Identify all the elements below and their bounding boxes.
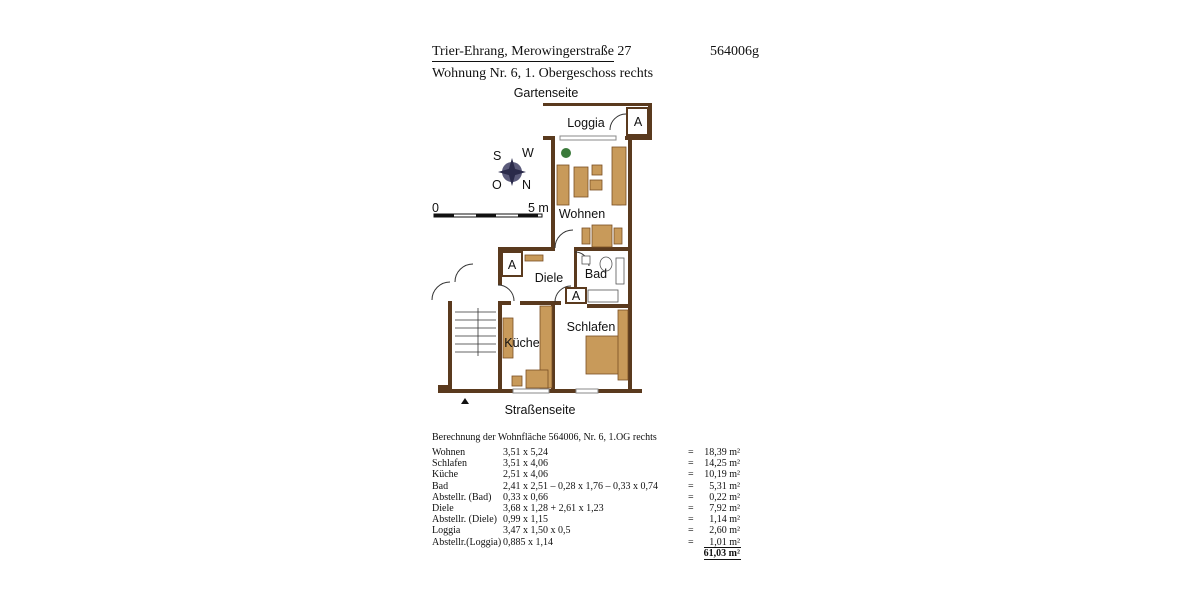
storage-diele: A (501, 251, 523, 277)
unit-subtitle: Wohnung Nr. 6, 1. Obergeschoss rechts (432, 66, 654, 81)
room-diele: Diele (535, 271, 564, 285)
storage-loggia: A (626, 107, 649, 136)
calculation-row: Schlafen 3,51 x 4,06 = 14,25 m² (432, 458, 752, 469)
scale-start: 0 (432, 201, 439, 215)
entrance-arrow-icon (461, 398, 469, 404)
calc-room-name: Schlafen (432, 458, 467, 470)
storage-mark-loggia: A (634, 115, 643, 129)
calculation-row: Diele 3,68 x 1,28 + 2,61 x 1,23 = 7,92 m² (432, 503, 752, 514)
room-bad: Bad (585, 267, 607, 281)
stairs (455, 308, 496, 356)
calc-value: 1,01 m² (709, 536, 740, 548)
room-loggia: Loggia (567, 116, 605, 130)
address-underline (432, 61, 614, 62)
scale-bar: 0 5 m (432, 201, 549, 218)
calc-value: 5,31 m² (709, 480, 740, 492)
calc-equals: = (688, 491, 694, 503)
calc-formula: 3,68 x 1,28 + 2,61 x 1,23 (503, 503, 604, 514)
furniture (502, 146, 629, 389)
calc-formula: 3,47 x 1,50 x 0,5 (503, 525, 571, 537)
room-wohnen: Wohnen (559, 207, 605, 221)
calc-equals: = (688, 480, 694, 492)
compass-w: W (522, 146, 534, 160)
calc-formula: 0,885 x 1,14 (503, 536, 553, 548)
calc-room-name: Abstellr. (Diele) (432, 514, 497, 526)
calc-equals: = (688, 525, 694, 537)
room-schlafen: Schlafen (567, 320, 616, 334)
calculation-row: Loggia 3,47 x 1,50 x 0,5 = 2,60 m² (432, 525, 752, 536)
calculation-row: Wohnen 3,51 x 5,24 = 18,39 m² (432, 447, 752, 458)
scale-end: 5 m (528, 201, 549, 215)
total-underline (704, 559, 741, 560)
compass-s: S (493, 149, 501, 163)
compass-o: O (492, 178, 502, 192)
calc-value: 0,22 m² (709, 491, 740, 503)
calc-equals: = (688, 447, 694, 458)
calc-equals: = (688, 458, 694, 470)
compass-rose-icon: S W N O (492, 146, 534, 192)
calculation-row: Abstellr. (Diele) 0,99 x 1,15 = 1,14 m² (432, 514, 752, 525)
street-side-label: Straßenseite (505, 403, 576, 417)
calc-formula: 3,51 x 5,24 (503, 447, 548, 458)
calculation-row: Abstellr. (Bad) 0,33 x 0,66 = 0,22 m² (432, 492, 752, 503)
calc-value: 2,60 m² (709, 525, 740, 537)
calc-value: 10,19 m² (704, 469, 740, 481)
calc-room-name: Abstellr.(Loggia) (432, 536, 502, 548)
storage-mark-bad: A (572, 289, 581, 303)
calculation-row: Küche 2,51 x 4,06 = 10,19 m² (432, 469, 752, 480)
calc-formula: 0,33 x 0,66 (503, 491, 548, 503)
calc-equals: = (688, 514, 694, 526)
calculation-row: Bad 2,41 x 2,51 – 0,28 x 1,76 – 0,33 x 0,… (432, 481, 752, 492)
calc-value: 18,39 m² (704, 447, 740, 458)
calc-equals: = (688, 536, 694, 548)
calc-formula: 0,99 x 1,15 (503, 514, 548, 526)
calc-value: 14,25 m² (704, 458, 740, 470)
calc-equals: = (688, 469, 694, 481)
object-code: 564006g (710, 44, 759, 59)
calc-equals: = (688, 503, 694, 514)
calc-formula: 2,51 x 4,06 (503, 469, 548, 481)
garden-side-label: Gartenseite (514, 86, 579, 100)
calc-room-name: Abstellr. (Bad) (432, 491, 492, 503)
compass-n: N (522, 178, 531, 192)
plant-icon (561, 148, 571, 158)
calc-room-name: Diele (432, 503, 454, 514)
calc-room-name: Wohnen (432, 447, 466, 458)
bathroom-fixtures (581, 255, 625, 303)
storage-bad: A (565, 287, 587, 304)
room-kueche: Küche (504, 336, 539, 350)
calculation-title: Berechnung der Wohnfläche 564006, Nr. 6,… (432, 432, 657, 443)
calc-room-name: Bad (432, 480, 449, 492)
calc-room-name: Loggia (432, 525, 461, 537)
calc-formula: 2,41 x 2,51 – 0,28 x 1,76 – 0,33 x 0,74 (503, 480, 658, 492)
calc-value: 7,92 m² (709, 503, 740, 514)
storage-mark-diele: A (508, 258, 517, 272)
total-area: 61,03 m² (703, 548, 740, 559)
total-divider (704, 547, 741, 548)
calc-formula: 3,51 x 4,06 (503, 458, 548, 470)
address-title: Trier-Ehrang, Merowingerstraße 27 (432, 44, 632, 59)
calc-value: 1,14 m² (709, 514, 740, 526)
calculation-row: Abstellr.(Loggia)0,885 x 1,14 = 1,01 m² (432, 537, 752, 548)
calc-room-name: Küche (432, 469, 459, 481)
